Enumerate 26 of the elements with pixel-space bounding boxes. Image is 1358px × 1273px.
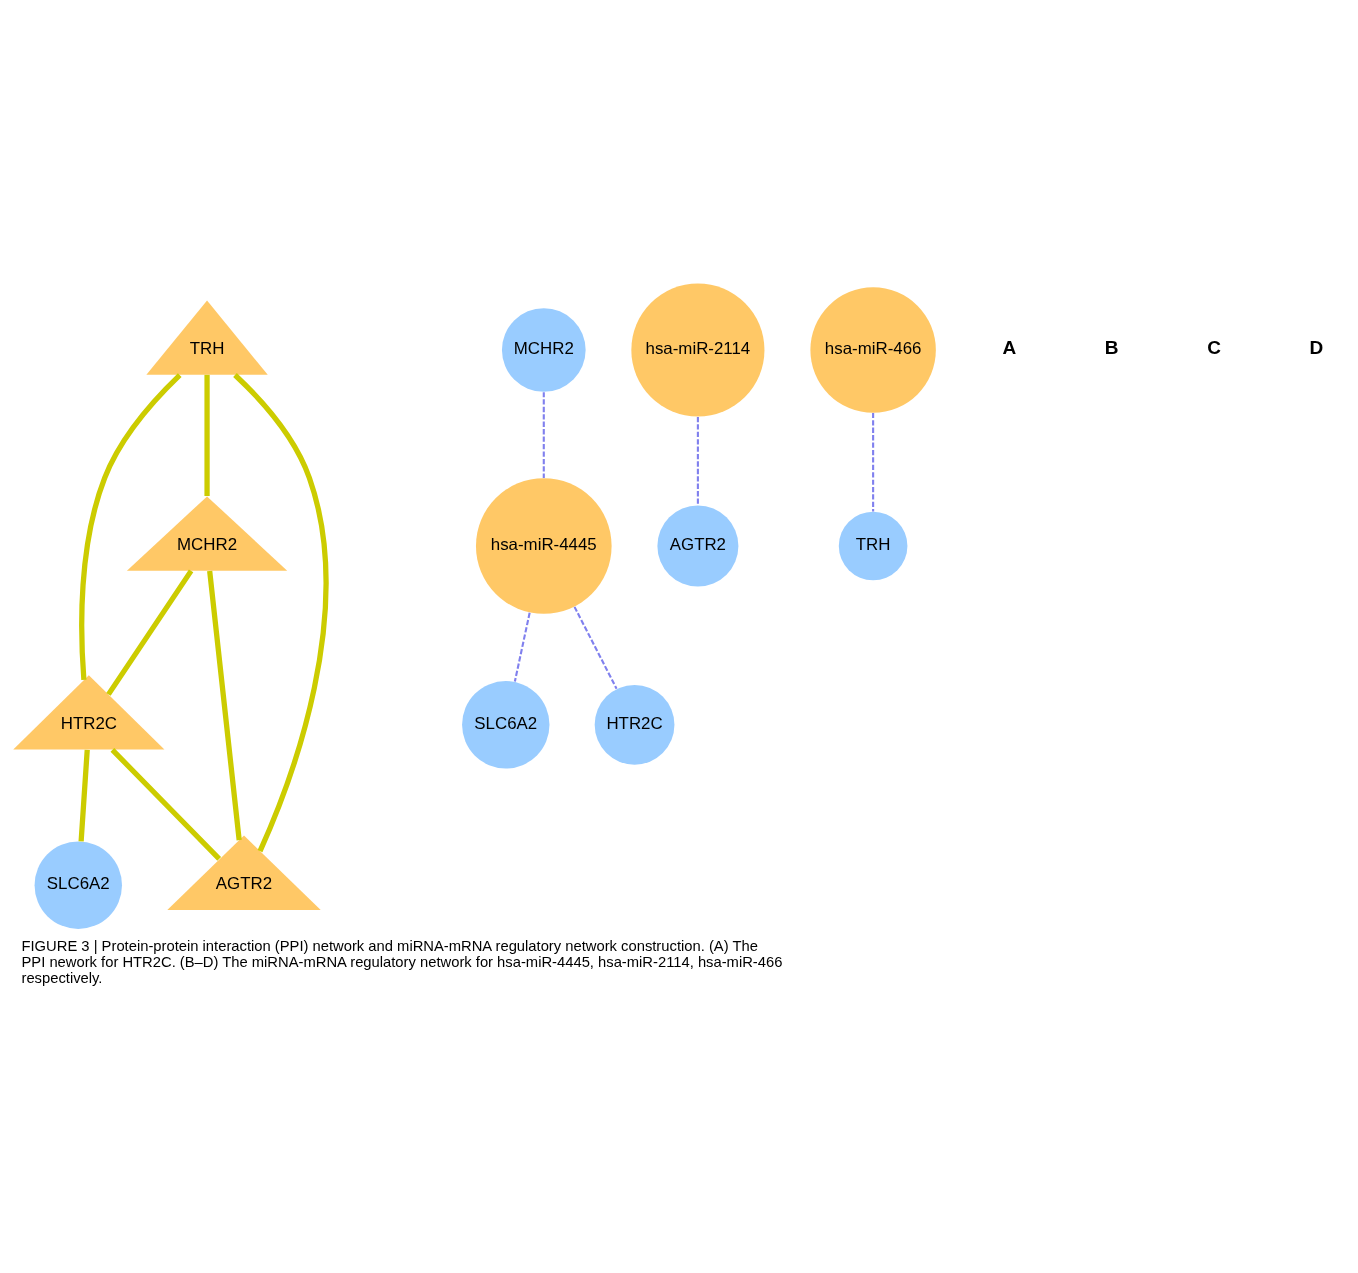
connector [204,374,210,496]
node-circle: hsa-miR-2114 [631,282,765,417]
node-circle: AGTR2 [657,505,739,586]
connector [106,568,194,696]
connector [207,570,242,840]
connector [573,605,618,689]
node-circle: SLC6A2 [462,680,550,768]
label: D [1309,336,1324,358]
label: A [1002,336,1017,358]
node-circle: TRH [838,511,908,580]
connector [79,372,182,680]
connector [696,416,699,505]
label: C [1207,336,1221,358]
connector [513,612,531,682]
connector [233,372,329,852]
connector [110,747,222,861]
node-circle: hsa-miR-4445 [475,477,612,614]
node-circle: HTR2C [594,684,675,765]
connector [542,391,545,478]
node-circle: hsa-miR-466 [810,286,936,413]
connector [872,412,875,511]
connector [78,749,90,842]
label: B [1104,336,1119,358]
caption: FIGURE 3 | Protein-protein interaction (PPI) network and miRNA-mRNA regulatory network construction. (A) The PPI nework for HTR2C. (B–D) The miRNA-mRNA regulatory network for hsa-miR-4445, hsa-miR-2114, hsa-miR-466 respectively. [21,937,783,986]
node-circle: MCHR2 [501,307,586,392]
node-circle: SLC6A2 [34,841,122,929]
